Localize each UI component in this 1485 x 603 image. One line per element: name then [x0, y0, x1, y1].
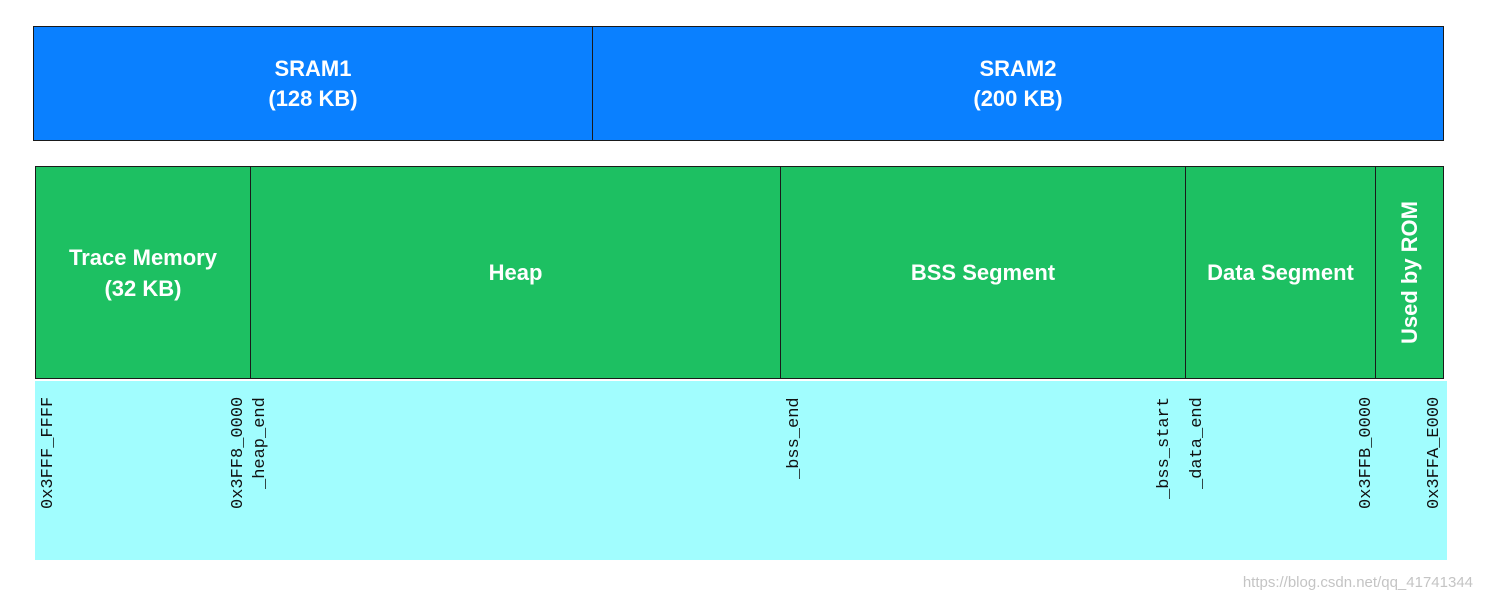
sram1-name: SRAM1 — [274, 55, 352, 81]
trace-memory-label: Trace Memory — [69, 244, 217, 270]
sram-row: SRAM1 (128 KB) SRAM2 (200 KB) — [33, 26, 1444, 141]
sram2-block: SRAM2 (200 KB) — [593, 27, 1443, 140]
data-segment: Data Segment — [1186, 167, 1376, 378]
address-label-data-end: _data_end — [1188, 397, 1207, 489]
trace-memory-size: (32 KB) — [104, 275, 182, 301]
bss-label: BSS Segment — [910, 260, 1056, 285]
address-label-3ff8-0000: 0x3FF8_0000 — [229, 397, 248, 510]
segment-row: Trace Memory (32 KB) Heap BSS Segment Da… — [35, 166, 1444, 379]
address-label-3ffa-e000: 0x3FFA_E000 — [1425, 397, 1444, 510]
sram1-size: (128 KB) — [268, 85, 358, 111]
sram2-name: SRAM2 — [979, 55, 1057, 81]
address-label-bss-end: _bss_end — [785, 397, 804, 479]
data-segment-label: Data Segment — [1207, 260, 1354, 285]
address-label-3fff-ffff: 0x3FFF_FFFF — [39, 397, 58, 510]
watermark-text: https://blog.csdn.net/qq_41741344 — [1242, 574, 1473, 591]
sram1-block: SRAM1 (128 KB) — [34, 27, 593, 140]
rom-label: Used by ROM — [1397, 200, 1422, 345]
address-label-heap-end: _heap_end — [251, 397, 270, 489]
trace-memory-segment: Trace Memory (32 KB) — [36, 167, 251, 378]
rom-segment: Used by ROM — [1376, 167, 1443, 378]
address-label-3ffb-0000: 0x3FFB_0000 — [1357, 397, 1376, 510]
heap-label: Heap — [488, 260, 543, 285]
sram2-size: (200 KB) — [973, 85, 1063, 111]
heap-segment: Heap — [251, 167, 781, 378]
bss-segment: BSS Segment — [781, 167, 1186, 378]
address-band: 0x3FFF_FFFF 0x3FF8_0000 _heap_end _bss_e… — [35, 381, 1447, 560]
address-label-bss-start: _bss_start — [1155, 397, 1174, 500]
